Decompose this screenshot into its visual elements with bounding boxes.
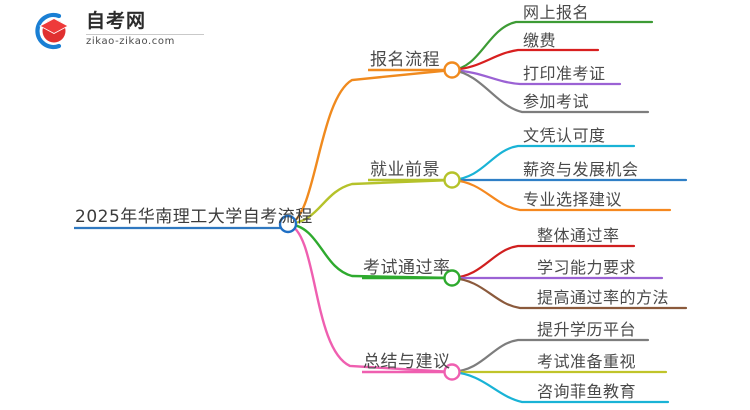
leaf-label-1-3[interactable]: 打印准考证 [523, 64, 606, 83]
leaf-label-1-4[interactable]: 参加考试 [523, 92, 590, 111]
branch-label-3[interactable]: 考试通过率 [363, 258, 451, 278]
leaf-label-2-2[interactable]: 薪资与发展机会 [523, 160, 639, 179]
leaf-label-3-2[interactable]: 学习能力要求 [537, 258, 637, 277]
graduation-cap-in-circle-icon [35, 12, 69, 50]
branch-node-4[interactable] [443, 363, 461, 381]
root-node-label[interactable]: 2025年华南理工大学自考流程 [75, 207, 313, 227]
leaf-curve-1-2 [450, 48, 600, 72]
branch-curve-1 [286, 68, 454, 226]
branch-node-1[interactable] [443, 61, 461, 79]
logo-divider [86, 34, 204, 35]
leaf-label-1-2[interactable]: 缴费 [523, 31, 557, 50]
leaf-label-4-2[interactable]: 考试准备重视 [537, 352, 637, 371]
branch-node-3[interactable] [443, 269, 461, 287]
leaf-curve-3-3 [450, 276, 688, 310]
site-logo[interactable]: 自考网 zikao-zikao.com [28, 8, 208, 54]
leaf-curve-2-3 [450, 178, 672, 212]
leaf-label-2-3[interactable]: 专业选择建议 [523, 190, 623, 209]
leaf-label-2-1[interactable]: 文凭认可度 [523, 126, 606, 145]
leaf-curve-1-4 [450, 68, 650, 114]
leaf-curve-4-1 [450, 338, 650, 374]
leaf-curve-3-1 [450, 244, 636, 280]
logo-name: 自考网 [86, 10, 147, 32]
branch-label-4[interactable]: 总结与建议 [363, 352, 451, 372]
logo-url: zikao-zikao.com [86, 36, 175, 47]
branch-curve-3 [286, 222, 454, 280]
leaf-curve-4-3 [450, 370, 670, 404]
branch-label-1[interactable]: 报名流程 [370, 50, 440, 70]
branch-curve-4 [286, 222, 454, 374]
leaf-curve-1-3 [450, 68, 622, 86]
leaf-label-4-3[interactable]: 咨询菲鱼教育 [537, 382, 637, 401]
branch-label-2[interactable]: 就业前景 [370, 160, 440, 180]
root-node[interactable] [278, 214, 298, 234]
leaf-curve-2-1 [450, 144, 636, 182]
leaf-label-3-1[interactable]: 整体通过率 [537, 226, 620, 245]
leaf-label-4-1[interactable]: 提升学历平台 [537, 320, 637, 339]
leaf-label-1-1[interactable]: 网上报名 [523, 3, 590, 22]
leaf-label-3-3[interactable]: 提高通过率的方法 [537, 288, 670, 307]
leaf-curve-1-1 [450, 20, 654, 72]
branch-curve-2 [286, 178, 454, 226]
branch-node-2[interactable] [443, 171, 461, 189]
